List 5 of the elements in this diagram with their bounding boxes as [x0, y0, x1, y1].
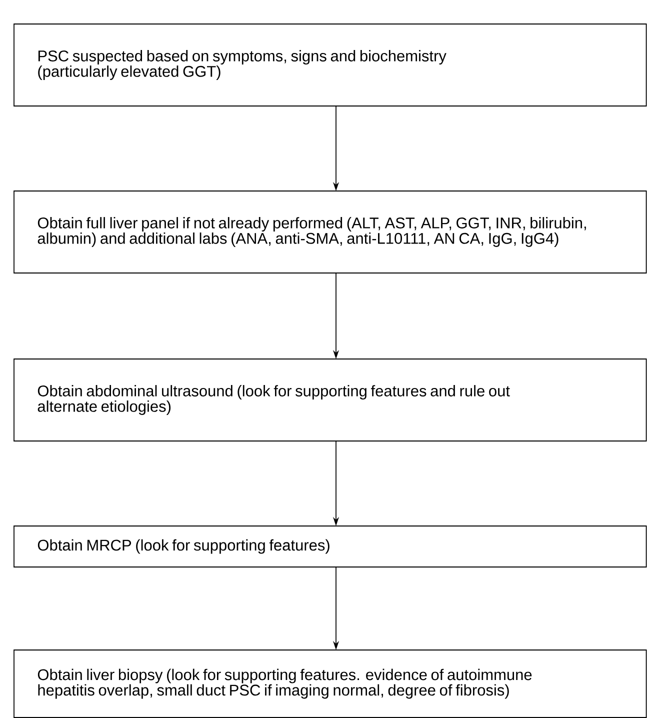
process-box: Obtain MRCP (look for supporting features) — [14, 526, 647, 568]
process-box: Obtain full liver panel if not already performed (ALT, AST, ALP, GGT, INR, bilirubin, albumin) and additional labs (ANA, anti-SMA, anti-L10111, AN CA, IgG, IgG4) — [14, 190, 647, 274]
process-box: PSC suspected based on symptoms, signs and biochemistry (particularly elevated GGT) — [14, 24, 647, 106]
process-box: Obtain abdominal ultrasound (look for supporting features and rule out alternate etiologies) — [14, 358, 647, 442]
process-box: Obtain liver biopsy (look for supporting features. evidence of autoimmune hepatitis overlap, small duct PSC if imaging normal, degree of fibrosis) — [14, 650, 647, 718]
